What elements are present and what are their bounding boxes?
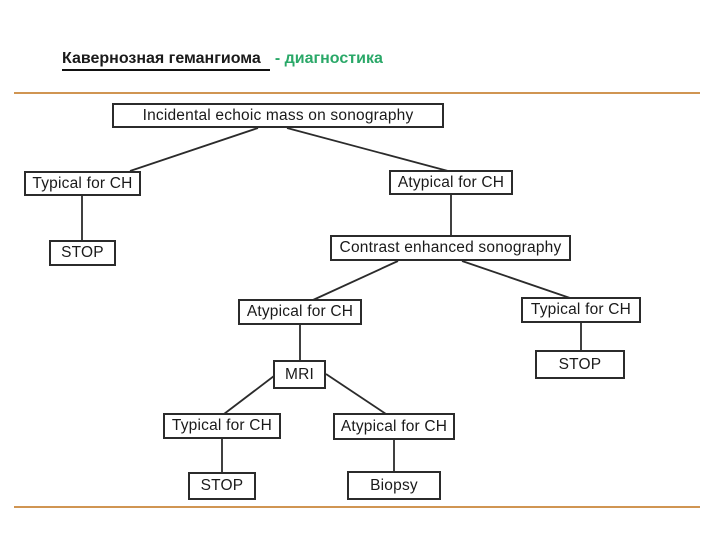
- flowchart-node-typical-3: Typical for CH: [163, 413, 281, 439]
- flowchart-node-mri: MRI: [273, 360, 326, 389]
- flowchart-node-typical-2: Typical for CH: [521, 297, 641, 323]
- connector-mri-typical3: [223, 375, 275, 415]
- slide-title-main: Кавернозная гемангиома: [62, 50, 270, 71]
- connector-mri-atypical3: [325, 373, 387, 415]
- flowchart-node-atypical-3: Atypical for CH: [333, 413, 455, 440]
- flowchart-node-biopsy: Biopsy: [347, 471, 441, 500]
- connector-contrast-typical2: [461, 260, 571, 299]
- connector-root-typical1: [129, 127, 259, 172]
- flowchart-node-stop-3: STOP: [188, 472, 256, 500]
- flowchart-node-stop-1: STOP: [49, 240, 116, 266]
- flowchart-node-contrast-sonography: Contrast enhanced sonography: [330, 235, 571, 261]
- flowchart-node-incidental-mass: Incidental echoic mass on sonography: [112, 103, 444, 128]
- connector-root-atypical1: [286, 127, 449, 172]
- connector-contrast-atypical2: [312, 260, 399, 301]
- bottom-divider-line: [14, 506, 700, 508]
- flowchart-node-typical-1: Typical for CH: [24, 171, 141, 196]
- flowchart-node-atypical-1: Atypical for CH: [389, 170, 513, 195]
- slide-title: Кавернозная гемангиома- диагностика: [62, 50, 383, 71]
- flowchart-node-stop-2: STOP: [535, 350, 625, 379]
- top-divider-line: [14, 92, 700, 94]
- slide-title-accent: - диагностика: [274, 50, 383, 67]
- flowchart-node-atypical-2: Atypical for CH: [238, 299, 362, 325]
